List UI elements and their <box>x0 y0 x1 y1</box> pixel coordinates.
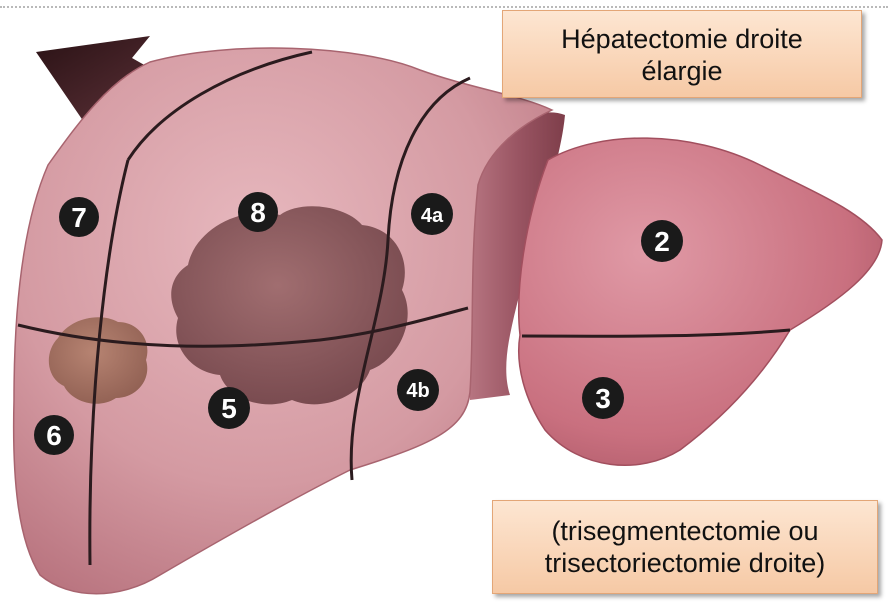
segment-label-4b: 4b <box>406 380 429 402</box>
segment-label-6: 6 <box>46 420 62 451</box>
subtitle-line-2: trisectoriectomie droite) <box>493 547 877 579</box>
segment-label-7: 7 <box>71 202 87 233</box>
left-liver-lobe <box>519 138 882 465</box>
title-box: Hépatectomie droite élargie <box>502 10 862 98</box>
segment-label-8: 8 <box>250 197 266 228</box>
segment-label-5: 5 <box>221 393 237 424</box>
segment-label-3: 3 <box>595 383 611 414</box>
subtitle-box: (trisegmentectomie ou trisectoriectomie … <box>492 500 878 594</box>
segment-label-4a: 4a <box>421 205 444 227</box>
subtitle-line-1: (trisegmentectomie ou <box>493 515 877 547</box>
segment-label-2: 2 <box>654 226 670 257</box>
title-line-1: Hépatectomie droite <box>503 23 861 55</box>
title-line-2: élargie <box>503 55 861 87</box>
